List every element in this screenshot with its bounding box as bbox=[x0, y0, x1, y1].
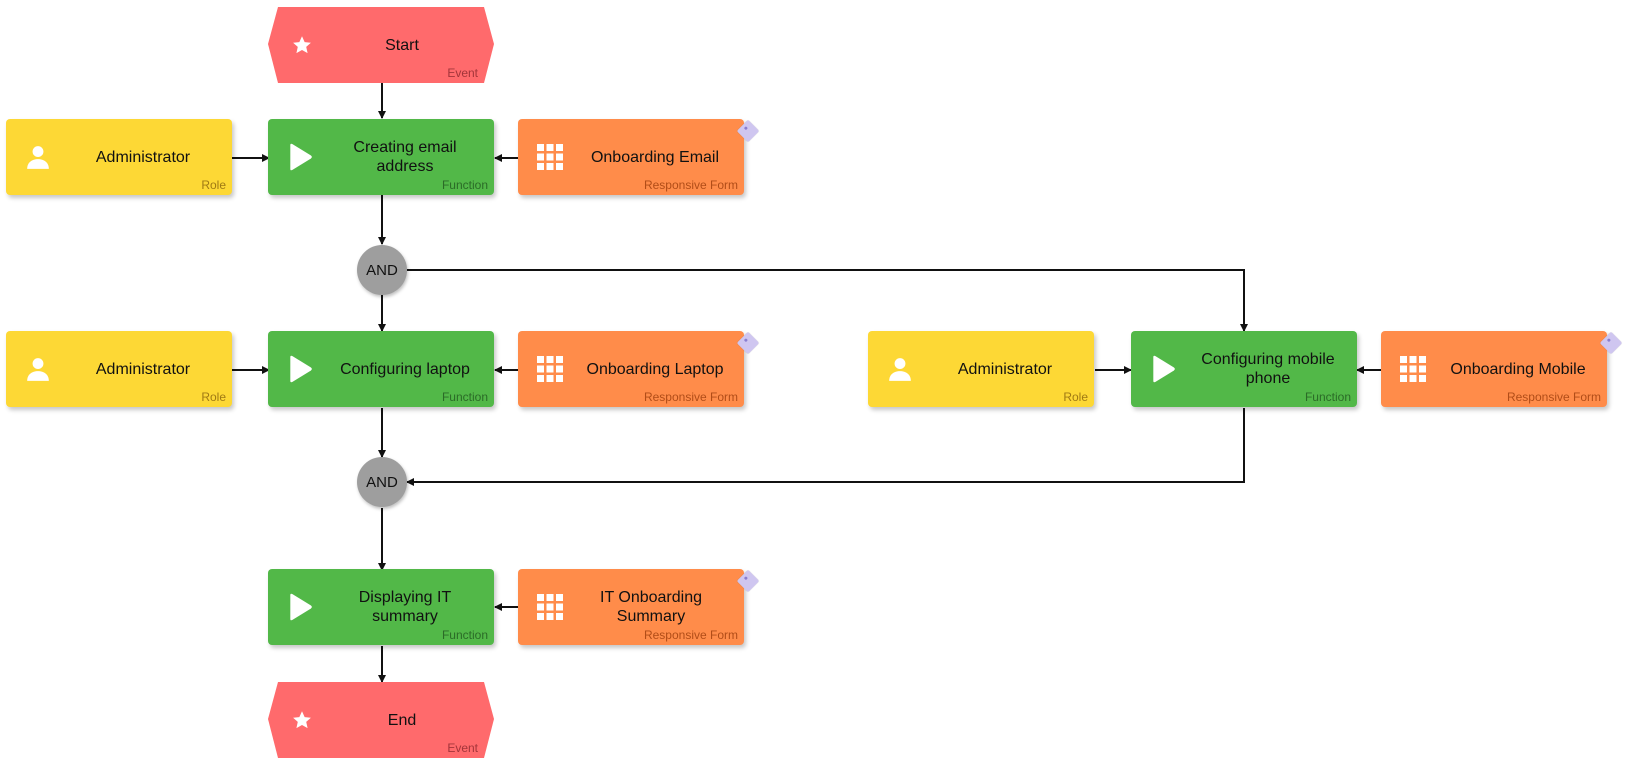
form-type: Responsive Form bbox=[643, 628, 738, 642]
end-event[interactable]: End Event bbox=[268, 682, 494, 758]
form-onboarding-laptop[interactable]: Onboarding Laptop Responsive Form bbox=[518, 331, 760, 407]
function-type: Function bbox=[441, 390, 488, 404]
role-type: Role bbox=[201, 178, 226, 192]
play-icon bbox=[286, 143, 314, 171]
connector-mobile-to-gate2 bbox=[406, 408, 1245, 486]
form-it-onboarding-summary[interactable]: IT Onboarding Summary Responsive Form bbox=[518, 569, 760, 645]
function-type: Function bbox=[1304, 390, 1351, 404]
role-administrator-2[interactable]: Administrator Role bbox=[6, 331, 232, 407]
function-creating-email[interactable]: Creating email address Function bbox=[268, 119, 494, 195]
grid-icon bbox=[536, 355, 564, 383]
start-event[interactable]: Start Event bbox=[268, 7, 494, 83]
form-type: Responsive Form bbox=[1506, 390, 1601, 404]
start-event-label: Start bbox=[385, 36, 419, 54]
function-configuring-mobile[interactable]: Configuring mobile phone Function bbox=[1131, 331, 1357, 407]
function-label: Configuring mobile phone bbox=[1201, 351, 1335, 387]
function-configuring-laptop[interactable]: Configuring laptop Function bbox=[268, 331, 494, 407]
form-label: Onboarding Laptop bbox=[586, 360, 724, 378]
function-label: Configuring laptop bbox=[340, 360, 470, 378]
function-displaying-summary[interactable]: Displaying IT summary Function bbox=[268, 569, 494, 645]
connector-gate1-to-mobile bbox=[407, 269, 1248, 332]
play-icon bbox=[286, 593, 314, 621]
tag-icon bbox=[736, 119, 760, 143]
function-type: Function bbox=[441, 628, 488, 642]
grid-icon bbox=[536, 593, 564, 621]
form-label: IT Onboarding Summary bbox=[600, 589, 702, 625]
star-icon bbox=[288, 31, 316, 59]
form-type: Responsive Form bbox=[643, 178, 738, 192]
role-type: Role bbox=[201, 390, 226, 404]
tag-icon bbox=[1599, 331, 1623, 355]
grid-icon bbox=[1399, 355, 1427, 383]
role-administrator-3[interactable]: Administrator Role bbox=[868, 331, 1094, 407]
and-gateway-join[interactable]: AND bbox=[357, 457, 407, 507]
end-event-label: End bbox=[387, 711, 417, 729]
play-icon bbox=[1149, 355, 1177, 383]
role-label: Administrator bbox=[95, 360, 191, 378]
role-type: Role bbox=[1063, 390, 1088, 404]
and-gateway-split[interactable]: AND bbox=[357, 245, 407, 295]
person-icon bbox=[24, 355, 52, 383]
end-event-type: Event bbox=[447, 741, 478, 755]
function-label: Displaying IT summary bbox=[358, 589, 452, 625]
tag-icon bbox=[736, 569, 760, 593]
start-event-type: Event bbox=[447, 66, 478, 80]
person-icon bbox=[24, 143, 52, 171]
grid-icon bbox=[536, 143, 564, 171]
form-type: Responsive Form bbox=[643, 390, 738, 404]
role-administrator-1[interactable]: Administrator Role bbox=[6, 119, 232, 195]
form-label: Onboarding Mobile bbox=[1450, 360, 1586, 378]
form-onboarding-mobile[interactable]: Onboarding Mobile Responsive Form bbox=[1381, 331, 1623, 407]
form-onboarding-email[interactable]: Onboarding Email Responsive Form bbox=[518, 119, 760, 195]
role-label: Administrator bbox=[957, 360, 1053, 378]
person-icon bbox=[886, 355, 914, 383]
play-icon bbox=[286, 355, 314, 383]
function-type: Function bbox=[441, 178, 488, 192]
star-icon bbox=[288, 706, 316, 734]
role-label: Administrator bbox=[95, 148, 191, 166]
function-label: Creating email address bbox=[353, 139, 457, 175]
form-label: Onboarding Email bbox=[590, 148, 720, 166]
tag-icon bbox=[736, 331, 760, 355]
